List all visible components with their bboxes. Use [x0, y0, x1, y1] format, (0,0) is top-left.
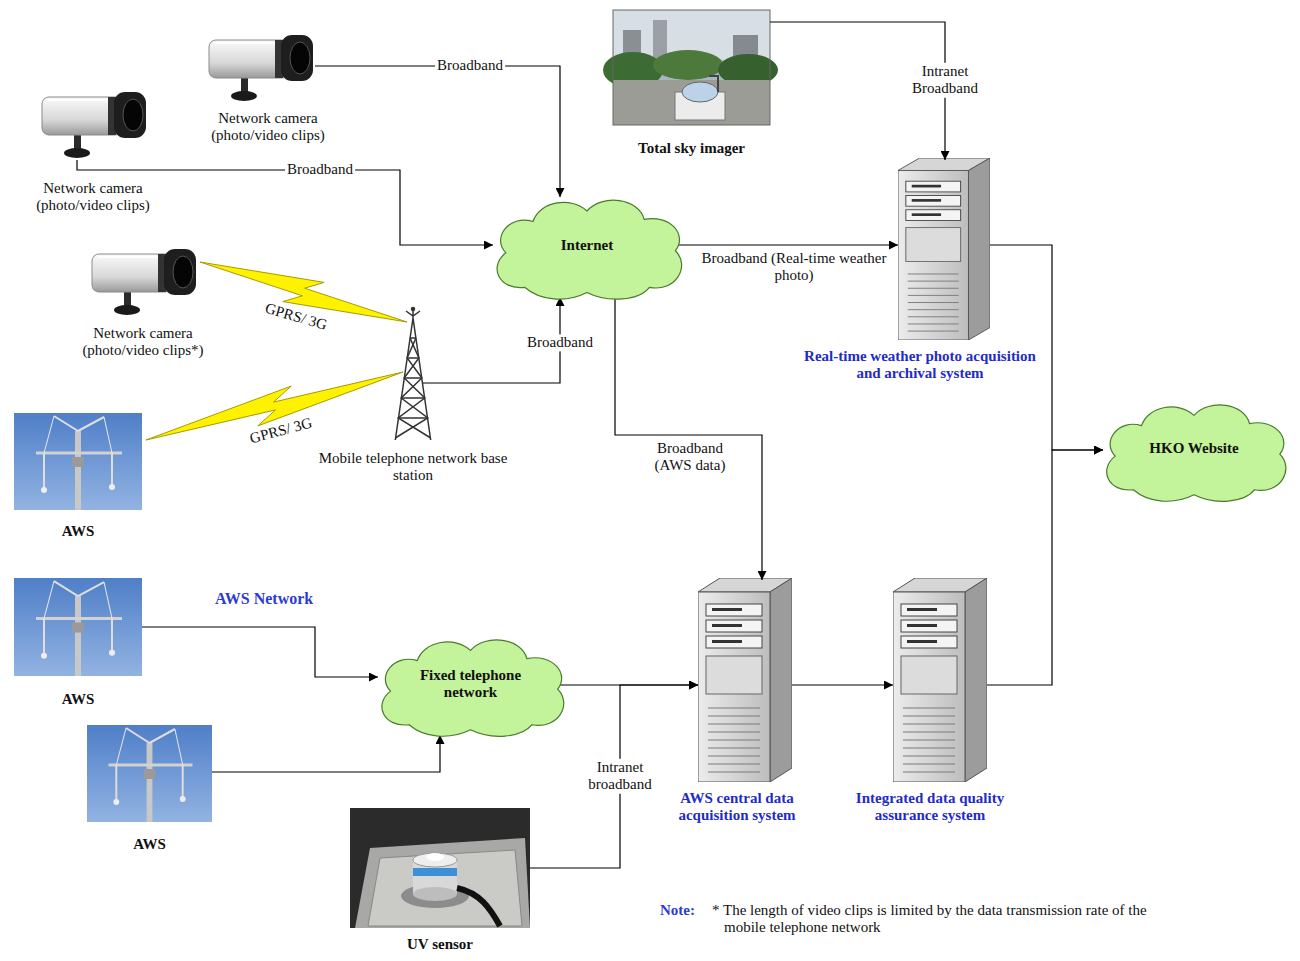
network-cloud: Fixed telephone network [368, 628, 573, 740]
sky-imager-node: Total sky imager [613, 10, 770, 157]
edge-label: Intranet Broadband [903, 63, 987, 98]
node-text-group: Network camera (photo/video clips) [13, 180, 173, 215]
cloud-outline [1107, 405, 1286, 501]
note-text: * The length of video clips is limited b… [712, 902, 1192, 937]
group-label: AWS Network [215, 590, 313, 608]
uv-sensor-node: UV sensor [350, 808, 530, 953]
base-station-node: Mobile telephone network base station [313, 308, 513, 485]
connector [212, 735, 440, 772]
node-label: Network camera (photo/video clips) [193, 110, 343, 145]
camera-node: Network camera (photo/video clips) [13, 85, 173, 215]
edge-label: Broadband [435, 57, 505, 74]
node-label: Integrated data quality assurance system [855, 790, 1005, 825]
note-box: Note: [660, 902, 695, 919]
node-label: AWS central data acquisition system [662, 790, 812, 825]
edge-label: Broadband (AWS data) [647, 440, 733, 475]
connector [990, 245, 1103, 450]
node-label: Real-time weather photo acquisition and … [800, 348, 1040, 383]
node-label: HKO Website [1149, 440, 1238, 457]
edge-label: Broadband [285, 161, 355, 178]
server-node: Integrated data quality assurance system [855, 578, 1005, 825]
aws-node: AWS [14, 578, 142, 708]
node-text-group: Network camera (photo/video clips*) [58, 325, 228, 360]
connector [792, 684, 893, 685]
edge-label: Broadband (Real-time weather photo) [695, 250, 894, 285]
edge-label-box: GPRS/ 3G [246, 414, 316, 448]
node-text-group: Integrated data quality assurance system [855, 790, 1005, 825]
node-label: Network camera (photo/video clips*) [58, 325, 228, 360]
node-text-group: Internet [561, 237, 614, 254]
note-text: Note: [660, 902, 695, 919]
edge-label-box: Broadband [285, 161, 355, 178]
edge-label-box: Broadband [435, 57, 505, 74]
edge-label: Broadband [525, 334, 595, 351]
cloud-outline [497, 200, 682, 299]
node-text-group: AWS [14, 691, 142, 708]
camera-node: Network camera (photo/video clips) [193, 28, 343, 145]
edge-label-box: Intranet Broadband [903, 63, 987, 98]
edge-label: Intranet broadband [577, 759, 663, 794]
node-text-group: Network camera (photo/video clips) [193, 110, 343, 145]
node-text-group: UV sensor [350, 936, 530, 953]
connector [673, 244, 898, 245]
node-label: Internet [561, 237, 614, 254]
edge-label-box: Broadband [525, 334, 595, 351]
aws-node: AWS [87, 725, 212, 853]
edge-label-box: Broadband (AWS data) [647, 440, 733, 475]
node-label: AWS [87, 836, 212, 853]
connector [615, 299, 762, 580]
node-text-group: AWS [14, 523, 142, 540]
node-text-group: Mobile telephone network base station [313, 450, 513, 485]
node-text-group: Real-time weather photo acquisition and … [800, 348, 1040, 383]
node-label: Total sky imager [613, 140, 770, 157]
node-label: AWS [14, 523, 142, 540]
network-cloud: HKO Website [1093, 393, 1295, 505]
network-cloud: Internet [483, 188, 691, 303]
camera-node: Network camera (photo/video clips*) [58, 242, 228, 360]
aws-node: AWS [14, 413, 142, 540]
node-label: Network camera (photo/video clips) [13, 180, 173, 215]
node-text-group: Fixed telephone network [401, 667, 541, 702]
node-label: UV sensor [350, 936, 530, 953]
server-node: AWS central data acquisition system [662, 578, 812, 825]
node-label: Mobile telephone network base station [313, 450, 513, 485]
node-text-group: Total sky imager [613, 140, 770, 157]
node-label: Fixed telephone network [401, 667, 541, 702]
note-box: * The length of video clips is limited b… [712, 902, 1192, 937]
edge-label: GPRS/ 3G [246, 414, 316, 448]
cloud-outline [382, 640, 564, 736]
edge-label-box: Intranet broadband [577, 759, 663, 794]
edge-label-box: GPRS/ 3G [261, 299, 331, 334]
node-text-group: HKO Website [1149, 440, 1238, 457]
connector [987, 450, 1103, 685]
edge-label-box: Broadband (Real-time weather photo) [695, 250, 894, 285]
node-text-group: AWS [87, 836, 212, 853]
node-label: AWS [14, 691, 142, 708]
edge-label: GPRS/ 3G [261, 299, 331, 334]
node-text-group: AWS central data acquisition system [662, 790, 812, 825]
note-box: AWS Network [215, 590, 313, 608]
connector [142, 627, 378, 677]
